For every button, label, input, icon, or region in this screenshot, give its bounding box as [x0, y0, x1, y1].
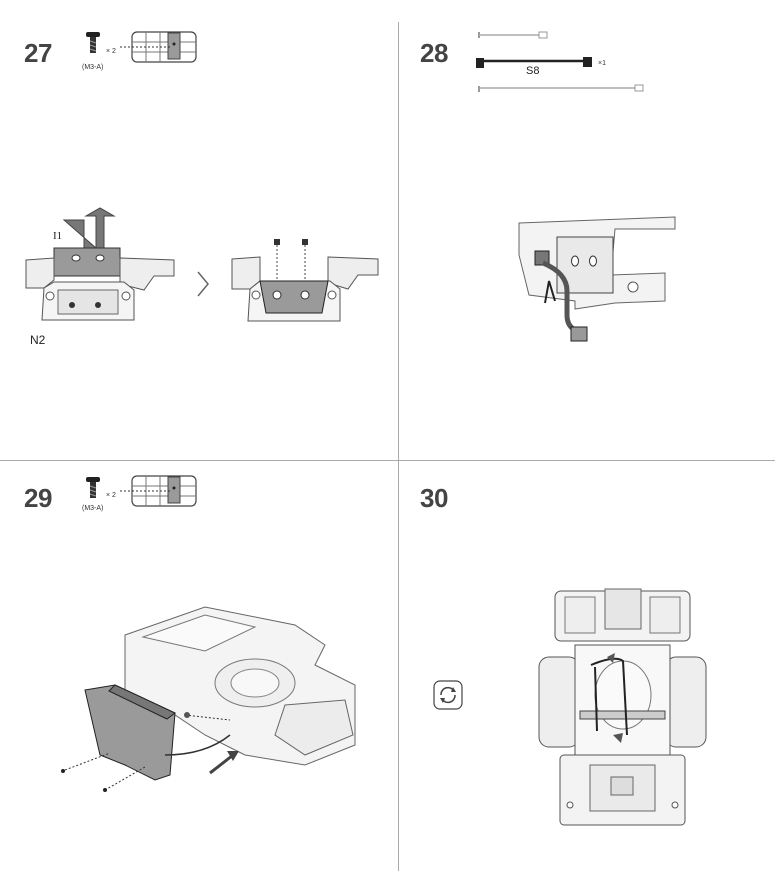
chevron-right-icon: [197, 271, 209, 297]
screw-qty-29: × 2: [106, 492, 116, 499]
step-30-assembly: [538, 588, 707, 826]
step-29-number: 29: [24, 483, 52, 513]
screw-icon: [86, 32, 100, 53]
part-label-i1: I1: [53, 230, 63, 242]
step-27-assembly-after: [231, 239, 379, 322]
step-28-assembly: [518, 216, 676, 342]
rotate-icon: [433, 680, 463, 710]
frame-locator-icon: [120, 31, 197, 63]
cable-qty: ×1: [598, 60, 606, 67]
step-27-assembly-before: [25, 207, 175, 321]
screw-type-27: (M3-A): [82, 64, 104, 71]
step-29-assembly: [61, 606, 356, 792]
cable-label-s8: S8: [526, 65, 540, 77]
step-27-number: 27: [24, 38, 52, 68]
frame-locator-icon: [120, 475, 197, 507]
divider-vertical: [398, 22, 399, 871]
step-28-number: 28: [420, 38, 448, 68]
divider-horizontal: [0, 460, 775, 461]
screw-qty-27: × 2: [106, 48, 116, 55]
step-30-number: 30: [420, 483, 448, 513]
screw-type-29: (M3-A): [82, 505, 104, 512]
cable-icon: [476, 31, 644, 92]
part-label-n2: N2: [30, 333, 46, 347]
screw-icon: [86, 477, 100, 498]
